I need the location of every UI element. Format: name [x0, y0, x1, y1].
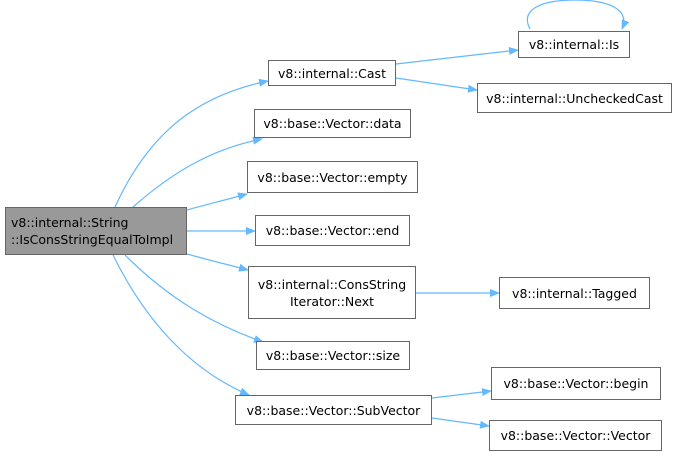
edge-subvector-to-vector: [431, 417, 490, 429]
node-label: v8::base::Vector::begin: [503, 376, 649, 391]
node-internal-tagged[interactable]: v8::internal::Tagged: [499, 277, 650, 309]
edge-root-to-subvector: [112, 254, 250, 396]
edge-root-to-vector-size: [124, 254, 264, 343]
node-label-line1: v8::internal::ConsString: [257, 276, 407, 292]
node-label: v8::base::Vector::size: [265, 348, 401, 363]
node-label: v8::base::Vector::data: [263, 116, 402, 131]
edge-root-to-cast: [114, 78, 269, 208]
node-vector-vector[interactable]: v8::base::Vector::Vector: [489, 420, 662, 451]
root-node-label-line2: ::IsConsStringEqualToImpl: [11, 232, 174, 247]
root-node-is-cons-string-equal-to-impl: v8::internal::String ::IsConsStringEqual…: [5, 207, 187, 255]
node-label: v8::base::Vector::empty: [257, 169, 408, 185]
root-node-label-line1: v8::internal::String: [11, 215, 129, 230]
node-vector-empty[interactable]: v8::base::Vector::empty: [247, 161, 418, 193]
node-vector-size[interactable]: v8::base::Vector::size: [256, 341, 410, 370]
edge-root-to-vector-empty: [186, 192, 248, 211]
edge-subvector-to-begin: [431, 388, 492, 399]
edge-root-to-cons-next: [186, 253, 249, 272]
node-label: v8::internal::UncheckedCast: [486, 90, 663, 106]
edge-cast-to-unchecked-cast: [395, 77, 478, 93]
node-vector-end[interactable]: v8::base::Vector::end: [255, 215, 410, 246]
node-internal-unchecked-cast[interactable]: v8::internal::UncheckedCast: [477, 83, 672, 113]
node-label-line2: Iterator::Next: [289, 293, 375, 309]
edge-is-self-loop: [527, 0, 630, 30]
node-cons-string-iterator-next[interactable]: v8::internal::ConsString Iterator::Next: [248, 266, 416, 319]
node-label: v8::internal::Tagged: [512, 285, 637, 301]
node-label: v8::internal::Is: [528, 37, 620, 52]
edge-root-to-vector-data: [132, 136, 263, 208]
node-label: v8::internal::Cast: [278, 65, 386, 81]
node-internal-is[interactable]: v8::internal::Is: [518, 31, 630, 58]
node-label: v8::base::Vector::end: [265, 223, 400, 238]
node-vector-data[interactable]: v8::base::Vector::data: [254, 109, 411, 138]
node-vector-begin[interactable]: v8::base::Vector::begin: [491, 367, 661, 400]
node-label: v8::base::Vector::Vector: [500, 428, 651, 443]
edge-cast-to-is: [395, 47, 519, 65]
node-internal-cast[interactable]: v8::internal::Cast: [268, 60, 396, 86]
node-vector-subvector[interactable]: v8::base::Vector::SubVector: [235, 395, 432, 425]
node-label: v8::base::Vector::SubVector: [246, 402, 421, 418]
